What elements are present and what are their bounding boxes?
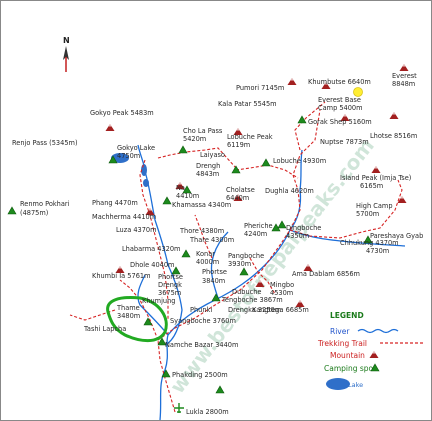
legend-lake-label: Lake <box>348 381 363 389</box>
label-ama-dablam: Ama Dablam 6856m <box>292 270 360 278</box>
legend-trail-label: Trekking Trail <box>317 339 367 348</box>
label-gokyo-lake: Gokyo Lake <box>117 144 155 152</box>
label-thame-alt: 3480m <box>117 312 140 320</box>
place-labels: Gokyo Peak 5483m Renjo Pass (5345m) Goky… <box>12 72 423 416</box>
label-dhole: Dhole 4040m <box>130 261 174 269</box>
label-drengh: Drengh <box>196 162 220 170</box>
label-pangboche: Pangboche <box>228 252 264 260</box>
label-nuptse: Nuptse 7873m <box>320 138 369 146</box>
label-pumori: Pumori 7145m <box>236 84 284 92</box>
label-thore: Thore 4380m <box>179 227 224 235</box>
label-phakding: Phakding 2500m <box>172 371 228 379</box>
label-khumbila: Khumbi Ia 5761m <box>92 272 151 280</box>
label-cho-la-pass-alt: 5420m <box>183 135 206 143</box>
label-everest-alt: 8848m <box>392 80 415 88</box>
legend-lake-swatch <box>326 378 350 390</box>
label-lobuche-peak: Lobuche Peak <box>227 133 273 141</box>
label-mingbo-alt: 4530m <box>270 289 293 297</box>
label-lobuche: Lobuche 4930m <box>273 157 326 165</box>
trekking-trails <box>69 101 403 413</box>
label-konar-alt: 4000m <box>196 258 219 266</box>
label-syangboche: Syangboche 3760m <box>170 317 236 325</box>
label-thame: Thame <box>116 304 140 312</box>
label-lhotse: Lhotse 8516m <box>370 132 417 140</box>
label-pheriche-alt: 4240m <box>244 230 267 238</box>
label-konar: Konar <box>196 250 215 258</box>
label-high-camp-alt: 5700m <box>356 210 379 218</box>
label-drengh-alt: 4843m <box>196 170 219 178</box>
label-everest-base-camp: Everest Base <box>318 96 361 104</box>
label-lobuche-peak-alt: 6119m <box>227 141 250 149</box>
label-kala-patar: Kala Patar 5545m <box>218 100 277 108</box>
rivers <box>137 144 406 421</box>
label-thare: Thare 4300m <box>189 236 234 244</box>
label-dubuche: Dubuche <box>232 288 261 296</box>
label-chhukung-alt: 4730m <box>366 247 389 255</box>
label-renmo-pokhari-alt: (4875m) <box>20 209 48 217</box>
label-phortse-top-alt: 3840m <box>202 277 225 285</box>
compass-north-arrow: N <box>63 36 70 72</box>
label-gokyo-peak: Gokyo Peak 5483m <box>90 109 154 117</box>
legend-river-label: River <box>330 327 350 336</box>
highlight-loop <box>106 296 168 343</box>
label-everest-base-camp-alt: Camp 5400m <box>318 104 363 112</box>
label-dughla: Dughla 4620m <box>265 187 314 195</box>
label-high-camp: High Camp <box>356 202 393 210</box>
label-tashi-lapcha: Tashi Lapcha <box>83 325 126 333</box>
label-pheriche: Pheriche <box>244 222 273 230</box>
label-khamassa: Khamassa 4340m <box>172 201 231 209</box>
label-lukla: Lukla 2800m <box>186 408 229 416</box>
label-tengboche: Tengboche 3867m <box>221 296 283 304</box>
label-gokyo-lake-alt: 4750m <box>117 152 140 160</box>
label-phortse-top: Phortse <box>202 268 227 276</box>
label-kangtega: Kangtega 6685m <box>252 306 309 314</box>
label-khumbutse: Khumbutse 6640m <box>308 78 371 86</box>
base-camp-marker <box>353 87 363 97</box>
legend-river-swatch <box>357 328 399 334</box>
legend: LEGEND River Trekking Trail Mountain Cam… <box>317 311 425 390</box>
label-island-peak-alt: 6165m <box>360 182 383 190</box>
label-dingboche-alt: 4350m <box>286 232 309 240</box>
label-cho-la-pass: Cho La Pass <box>183 127 223 135</box>
label-dingboche: Dingboche <box>286 224 321 232</box>
label-phunki-drengka: Drengka 3250m <box>228 306 281 314</box>
label-luza: Luza 4370m <box>116 226 157 234</box>
legend-camp-label: Camping spot <box>324 364 376 373</box>
label-everest: Everest <box>392 72 417 80</box>
label-phortse: Phortse <box>158 273 183 281</box>
legend-mountain-label: Mountain <box>330 351 365 360</box>
label-island-peak: Island Peak (Imja Tse) <box>340 174 411 182</box>
label-chhukung: Chhukung 4370m <box>340 239 399 247</box>
label-cholatse: Cholatse <box>226 186 255 194</box>
label-khumjung: Khumjung <box>142 297 175 305</box>
airplane-icon <box>174 403 184 413</box>
label-renjo-pass: Renjo Pass (5345m) <box>12 139 78 147</box>
label-gorak-shep: Gorak Shep 5160m <box>308 118 372 126</box>
label-mingbo: Mingbo <box>270 281 294 289</box>
label-drengk-alt: 3675m <box>158 289 181 297</box>
label-laiyaso: Laiyaso <box>200 151 225 159</box>
label-lhabarma: Lhabarma 4320m <box>122 245 180 253</box>
label-phunki: Phunki <box>190 306 212 314</box>
label-pareshaya-gyab: Pareshaya Gyab <box>370 232 423 240</box>
label-pangboche-alt: 3930m <box>228 260 251 268</box>
label-na: Na <box>176 184 185 192</box>
compass-label: N <box>63 36 70 45</box>
label-namche: Namche Bazar 3440m <box>165 341 238 349</box>
label-machherma: Machherma 4410m <box>92 213 156 221</box>
label-na-alt: 4410m <box>176 192 199 200</box>
label-cholatse-alt: 6440m <box>226 194 249 202</box>
legend-title: LEGEND <box>330 311 364 320</box>
label-phang: Phang 4470m <box>92 199 138 207</box>
label-drengk: Drengk <box>158 281 182 289</box>
label-renmo-pokhari: Renmo Pokhari <box>20 200 70 208</box>
